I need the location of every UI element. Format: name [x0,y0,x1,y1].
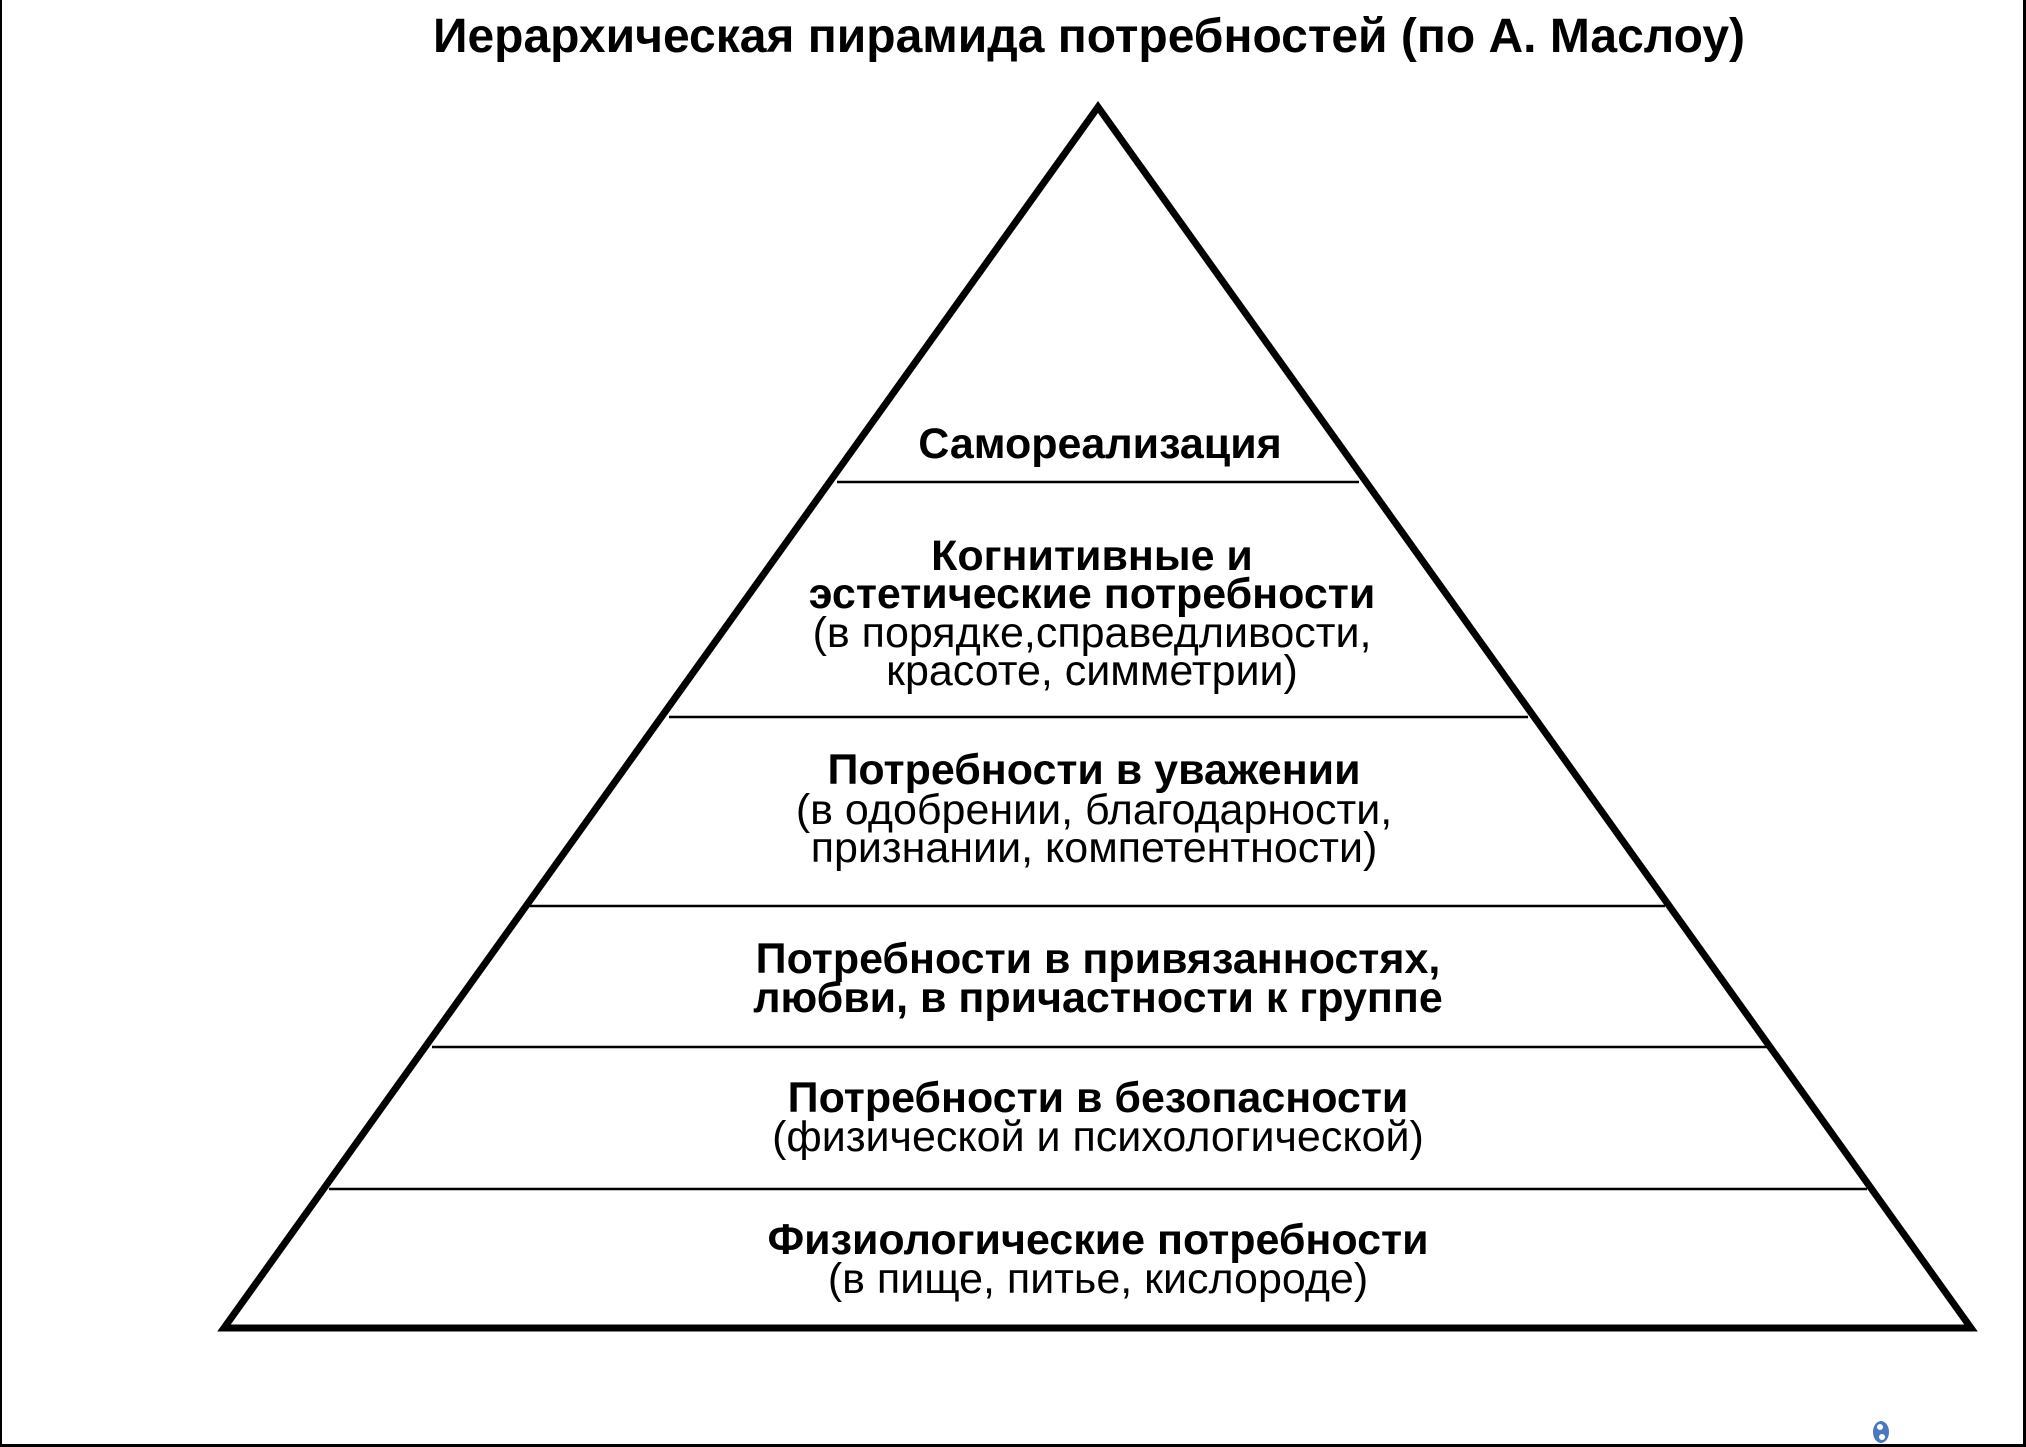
diagram-title: Иерархическая пирамида потребностей (по … [433,10,1745,63]
level-description: красоте, симметрии) [886,647,1298,695]
level-description: (в порядке,справедливости, [813,609,1372,657]
level-label: Потребности в уважении [827,746,1360,794]
level-safety: Потребности в безопасности (физической и… [772,1074,1424,1161]
level-self-actualization: Самореализация [918,420,1282,468]
level-description: (физической и психологической) [772,1113,1424,1161]
level-description: признании, компетентности) [811,824,1378,872]
level-label: эстетические потребности [809,570,1376,618]
level-label: Физиологические потребности [767,1216,1428,1264]
level-label: Потребности в привязанностях, [756,935,1441,983]
level-cognitive-aesthetic: Когнитивные и эстетические потребности (… [809,532,1376,695]
yin-yang-logo-icon [1873,1421,1889,1443]
level-label: любви, в причастности к группе [753,974,1443,1022]
level-description: (в одобрении, благодарности, [796,786,1392,834]
level-label: Когнитивные и [931,532,1253,580]
level-belonging: Потребности в привязанностях, любви, в п… [753,935,1443,1022]
pyramid-outline [217,100,1978,1332]
level-description: (в пище, питье, кислороде) [828,1255,1368,1303]
level-label: Самореализация [918,420,1282,468]
level-esteem: Потребности в уважении (в одобрении, бла… [796,746,1392,872]
level-physiological: Физиологические потребности (в пище, пит… [767,1216,1428,1303]
level-label: Потребности в безопасности [788,1074,1409,1122]
